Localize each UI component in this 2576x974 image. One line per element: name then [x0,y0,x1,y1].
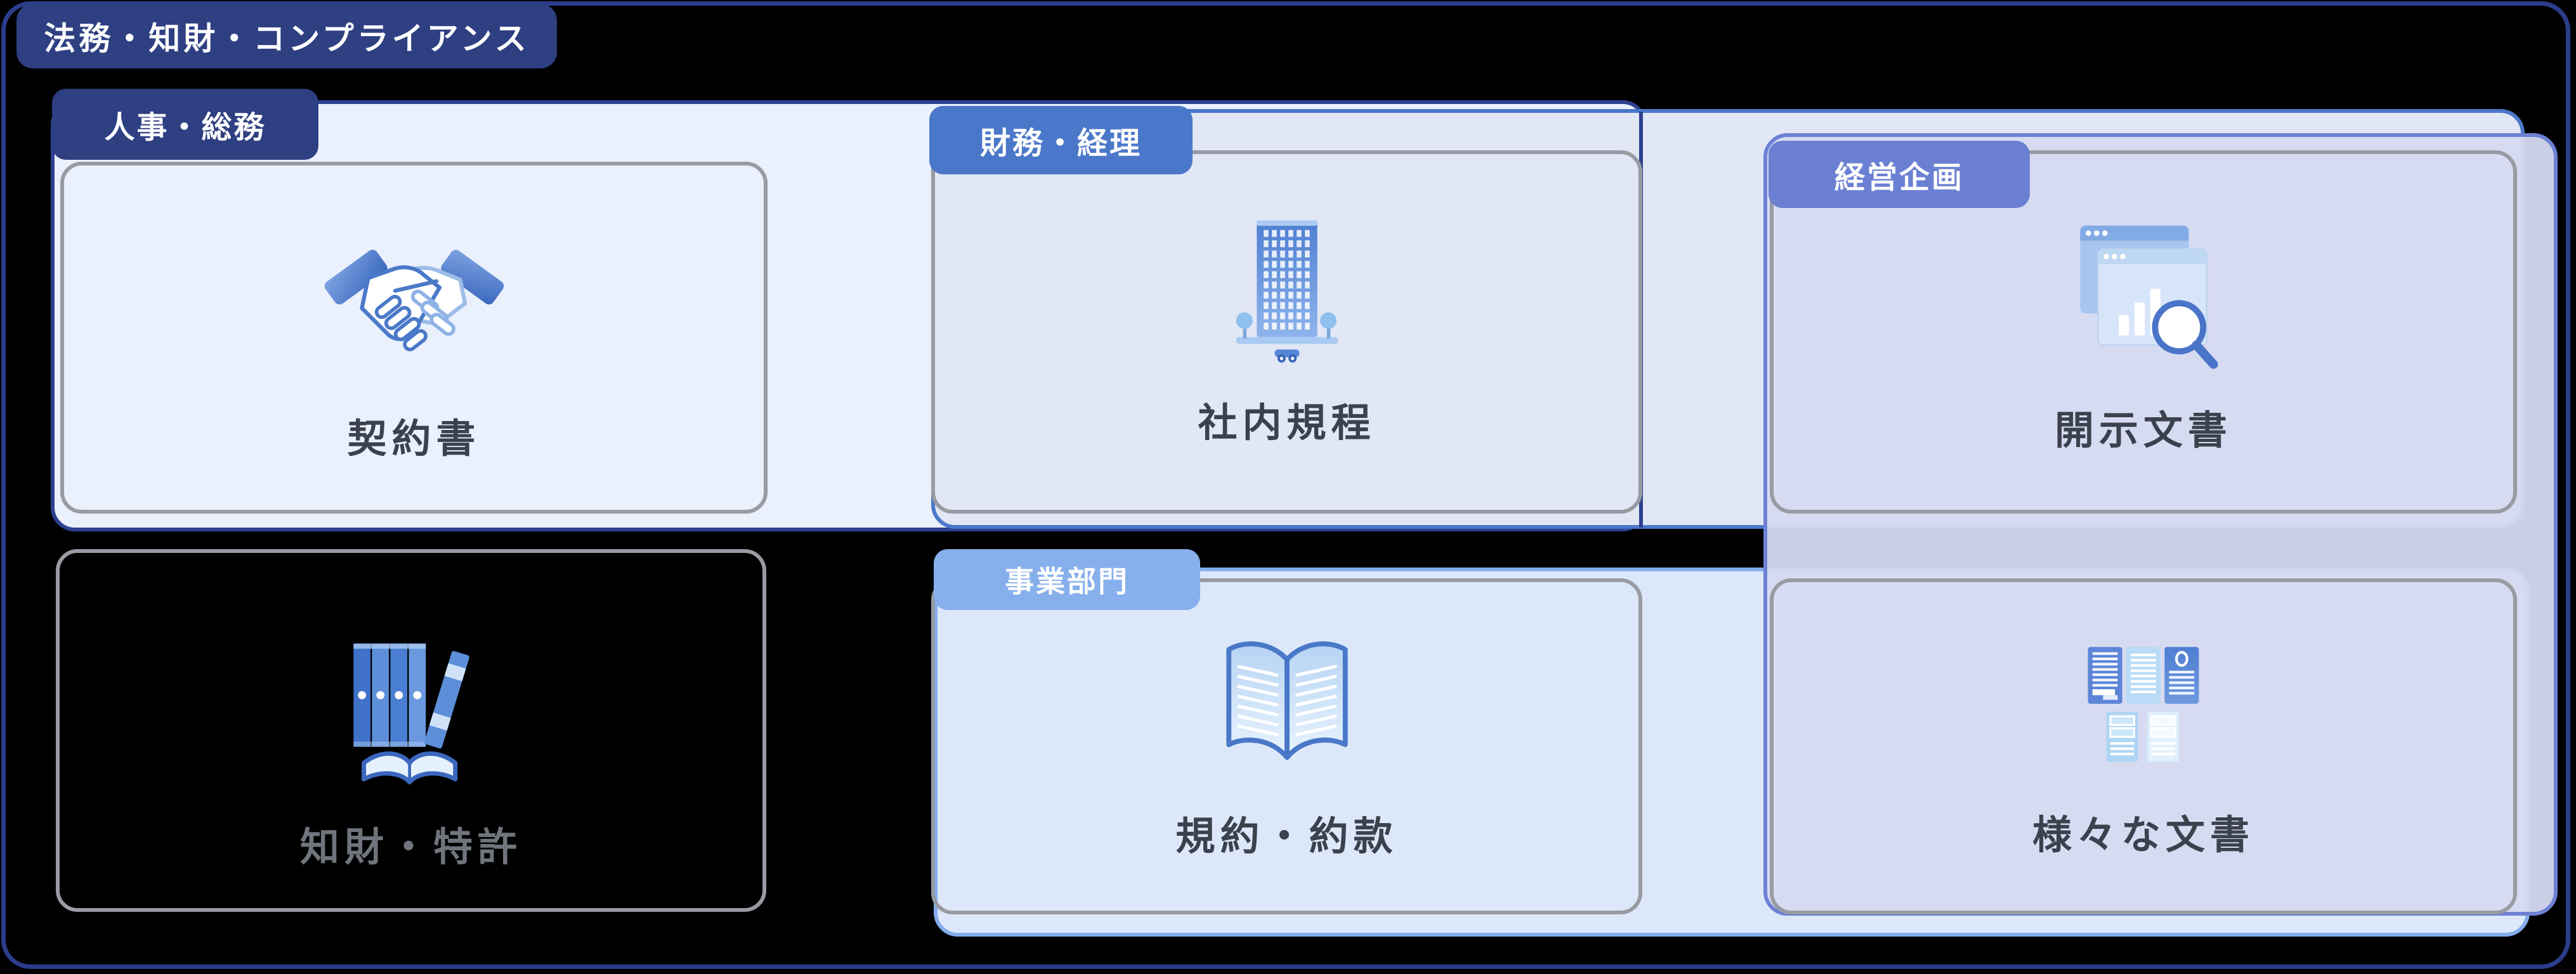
card-contracts: 契約書 [60,162,768,514]
office-building-icon [1205,208,1370,373]
card-ip-patents-label: 知財・特許 [299,826,522,869]
document-set-icon [2064,633,2223,779]
card-disclosure-documents: 開示文書 [1770,150,2517,514]
business-group-tag: 事業部門 [934,549,1200,610]
card-internal-regulations: 社内規程 [931,150,1642,514]
card-disclosure-documents-label: 開示文書 [2054,409,2232,453]
bookshelf-icon [322,626,500,784]
window-chart-magnifier-icon [2061,214,2226,373]
card-internal-regulations-label: 社内規程 [1198,401,1376,445]
card-contracts-label: 契約書 [347,417,481,461]
finance-group-tag: 財務・経理 [929,106,1193,174]
card-terms-label: 規約・約款 [1175,815,1398,859]
card-various-documents: 様々な文書 [1770,578,2517,914]
planning-group-tag: 経営企画 [1769,141,2030,208]
handshake-icon [319,242,509,368]
legal-group-tag: 法務・知財・コンプライアンス [16,4,557,68]
card-ip-patents: 知財・特許 [56,549,766,912]
card-terms: 規約・約款 [931,578,1642,914]
open-book-icon [1201,630,1373,779]
card-various-documents-label: 様々な文書 [2032,814,2254,857]
hr-group-tag: 人事・総務 [52,89,318,160]
